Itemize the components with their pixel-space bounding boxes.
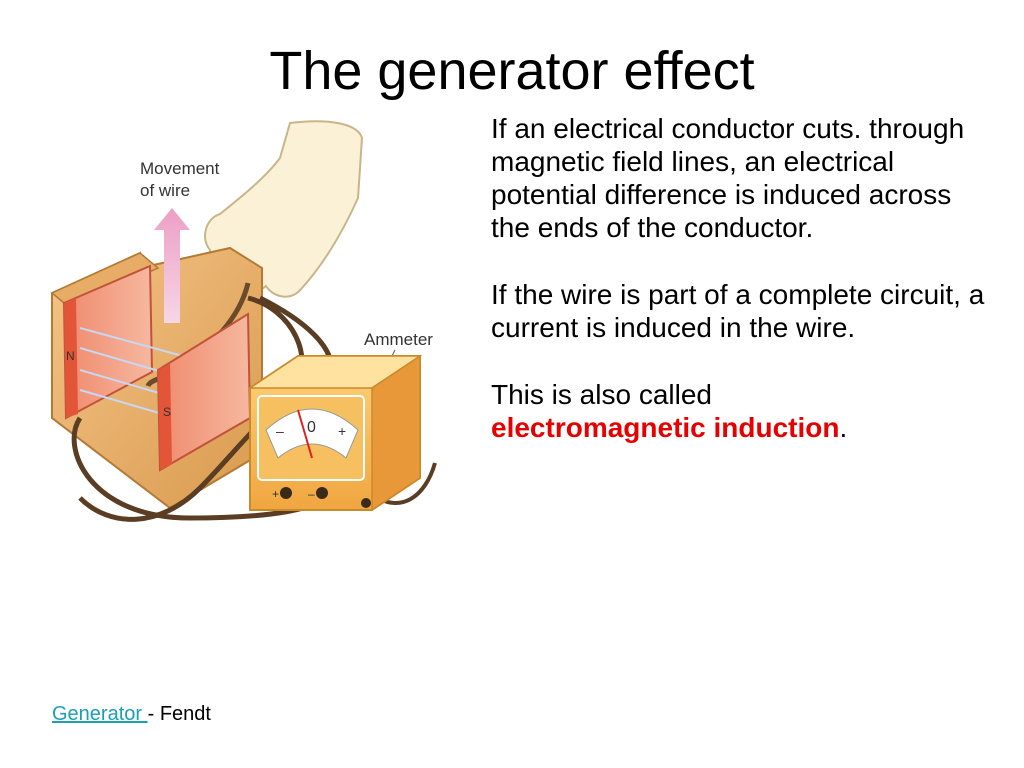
generator-link[interactable]: Generator	[52, 703, 148, 725]
terminal-plus-label: +	[272, 487, 279, 501]
label-s: S	[163, 405, 171, 419]
terminal-plus-icon	[280, 487, 292, 499]
meter-plus: +	[338, 423, 346, 439]
generator-illustration: N S Movement of wire Ammeter 0 – + + –	[50, 120, 437, 522]
meter-needle	[297, 409, 313, 459]
body-text: If an electrical conductor cuts. through…	[491, 112, 991, 478]
paragraph-3-prefix: This is also called	[491, 379, 712, 410]
label-ammeter: Ammeter	[364, 330, 433, 349]
ammeter: 0 – + + –	[247, 354, 423, 512]
wire-lead-left	[78, 295, 305, 522]
label-n: N	[66, 349, 75, 363]
meter-minus: –	[276, 423, 284, 439]
terminal-minus-icon	[316, 487, 328, 499]
footer-suffix: - Fendt	[147, 703, 211, 725]
label-movement-line1: Movement	[140, 159, 220, 178]
movement-arrow	[154, 208, 190, 323]
terminal-minus-label: –	[308, 487, 315, 501]
label-movement-line2: of wire	[140, 181, 190, 200]
highlight-term: electromagnetic induction	[491, 412, 840, 443]
slide-title: The generator effect	[269, 41, 755, 101]
paragraph-3: This is also called electromagnetic indu…	[491, 378, 991, 444]
terminal-knob-icon	[361, 498, 371, 508]
meter-zero: 0	[307, 419, 316, 436]
paragraph-1: If an electrical conductor cuts. through…	[491, 113, 965, 243]
paragraph-3-suffix: .	[839, 412, 848, 443]
footer: Generator - Fendt	[52, 700, 211, 728]
meter-dial	[265, 408, 359, 459]
paragraph-2: If the wire is part of a complete circui…	[491, 279, 985, 343]
